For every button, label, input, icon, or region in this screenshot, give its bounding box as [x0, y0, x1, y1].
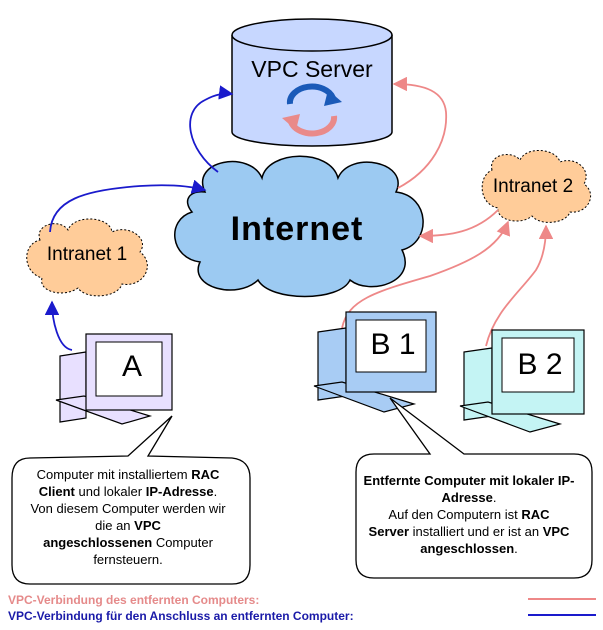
computer-b2 — [459, 329, 585, 433]
blue-link-intranet1-internet — [49, 179, 207, 233]
intranet-1-label: Intranet 1 — [46, 244, 128, 265]
internet-cloud — [174, 155, 424, 298]
red-link-b1-intranet2 — [341, 220, 511, 329]
internet-label: Internet — [230, 210, 364, 248]
legend-remote-connection: VPC-Verbindung des entfernten Computers: — [8, 593, 260, 607]
legend-local-connection: VPC-Verbindung für den Anschluss an entf… — [8, 609, 354, 623]
computer-b2-label: B 2 — [517, 348, 563, 381]
red-link-internet-server — [392, 76, 447, 189]
intranet-1-cloud — [26, 218, 148, 297]
speech-bubble-a — [11, 415, 251, 585]
bubble-b-text: Entfernte Computer mit lokaler IP-Adress… — [363, 473, 575, 556]
red-link-b2-intranet2 — [485, 224, 554, 347]
computer-b1 — [313, 311, 437, 413]
blue-link-internet-server — [189, 85, 234, 173]
blue-link-a-intranet1 — [44, 300, 73, 351]
vpc-server-title: VPC Server — [251, 56, 373, 82]
computer-b1-label: B 1 — [370, 328, 416, 361]
computer-a — [55, 333, 173, 425]
vpc-server-cylinder — [231, 18, 393, 147]
bubble-a-text: Computer mit installiertem RAC Client un… — [30, 467, 226, 567]
intranet-2-label: Intranet 2 — [492, 176, 574, 197]
computer-a-label: A — [121, 350, 142, 383]
red-link-intranet2-internet — [418, 209, 499, 244]
speech-bubble-b — [355, 397, 593, 579]
sync-arrows-icon — [282, 83, 342, 137]
